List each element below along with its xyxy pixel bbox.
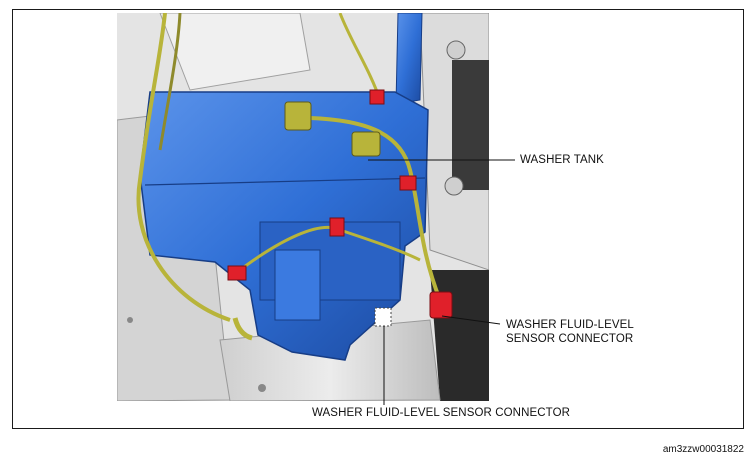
- bolt-middle: [444, 176, 464, 196]
- washer-hose: [232, 317, 253, 341]
- label-washer-tank: WASHER TANK: [520, 154, 604, 166]
- label-sensor-connector-bottom: WASHER FLUID-LEVEL SENSOR CONNECTOR: [312, 407, 571, 419]
- label-sensor-connector-right-line1: WASHER FLUID-LEVEL: [506, 319, 634, 331]
- washer-fluid-level-sensor-connector-red: [429, 291, 453, 319]
- red-clip: [329, 217, 345, 237]
- label-sensor-connector-right-line2: SENSOR CONNECTOR: [506, 333, 634, 345]
- wire-harness-left-branch: [158, 13, 182, 151]
- rivet: [127, 317, 133, 323]
- upper-panel: [159, 13, 311, 91]
- leader-line-sensor-connector-right: [441, 315, 501, 325]
- dark-frame-rail: [452, 60, 489, 190]
- harness-connector-upper: [284, 101, 312, 131]
- filler-neck: [395, 13, 423, 105]
- red-clip: [369, 89, 385, 105]
- wire-harness-right: [309, 116, 442, 301]
- reference-code: am3zzw00031822: [662, 444, 744, 455]
- red-clip: [399, 175, 417, 191]
- rivet: [258, 384, 266, 392]
- bolt-upper: [446, 40, 466, 60]
- tank-seam: [144, 177, 426, 186]
- pump-housing: [274, 249, 321, 321]
- wire-harness-left: [136, 13, 231, 322]
- harness-connector-middle: [351, 131, 381, 157]
- lower-dark-frame: [430, 270, 489, 401]
- washer-fluid-level-sensor-connector-hidden: [374, 307, 392, 327]
- red-clip: [227, 265, 247, 281]
